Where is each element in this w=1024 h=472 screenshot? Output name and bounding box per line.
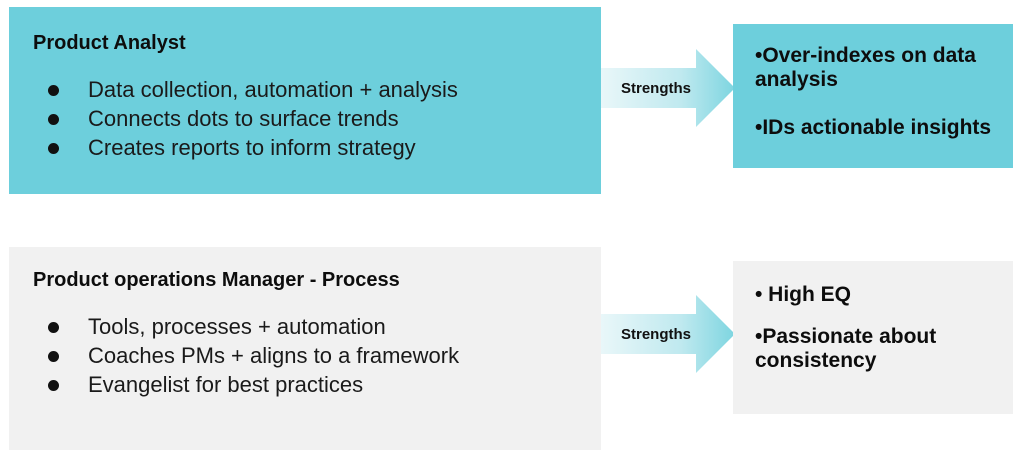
product-ops-manager-title: Product operations Manager - Process bbox=[33, 269, 400, 291]
strength-item: •Over-indexes on data analysis bbox=[755, 44, 976, 91]
strengths-label: Strengths bbox=[620, 79, 691, 97]
arrow-right-icon bbox=[601, 295, 735, 373]
strengths-arrow-1: Strengths bbox=[601, 49, 735, 127]
strengths-list: •Over-indexes on data analysis •IDs acti… bbox=[755, 44, 1005, 164]
strengths-arrow-2: Strengths bbox=[601, 295, 735, 373]
strengths-label: Strengths bbox=[620, 325, 691, 343]
product-ops-manager-strengths-card: • High EQ •Passionate about consistency bbox=[733, 261, 1013, 414]
arrow-right-icon bbox=[601, 49, 735, 127]
bullet-item: Coaches PMs + aligns to a framework bbox=[45, 341, 459, 370]
strength-item: •IDs actionable insights bbox=[755, 116, 992, 139]
strengths-list: • High EQ •Passionate about consistency bbox=[755, 283, 1005, 397]
product-analyst-bullets: Data collection, automation + analysis C… bbox=[45, 75, 458, 162]
bullet-item: Creates reports to inform strategy bbox=[45, 133, 458, 162]
product-ops-manager-bullets: Tools, processes + automation Coaches PM… bbox=[45, 312, 459, 399]
strength-item: • High EQ bbox=[755, 283, 852, 306]
product-ops-manager-card: Product operations Manager - Process Too… bbox=[9, 247, 601, 450]
bullet-item: Data collection, automation + analysis bbox=[45, 75, 458, 104]
product-analyst-title: Product Analyst bbox=[33, 32, 186, 54]
bullet-item: Tools, processes + automation bbox=[45, 312, 459, 341]
bullet-item: Connects dots to surface trends bbox=[45, 104, 458, 133]
strength-item: •Passionate about consistency bbox=[755, 325, 937, 372]
product-analyst-card: Product Analyst Data collection, automat… bbox=[9, 7, 601, 194]
bullet-item: Evangelist for best practices bbox=[45, 370, 459, 399]
product-analyst-strengths-card: •Over-indexes on data analysis •IDs acti… bbox=[733, 24, 1013, 168]
